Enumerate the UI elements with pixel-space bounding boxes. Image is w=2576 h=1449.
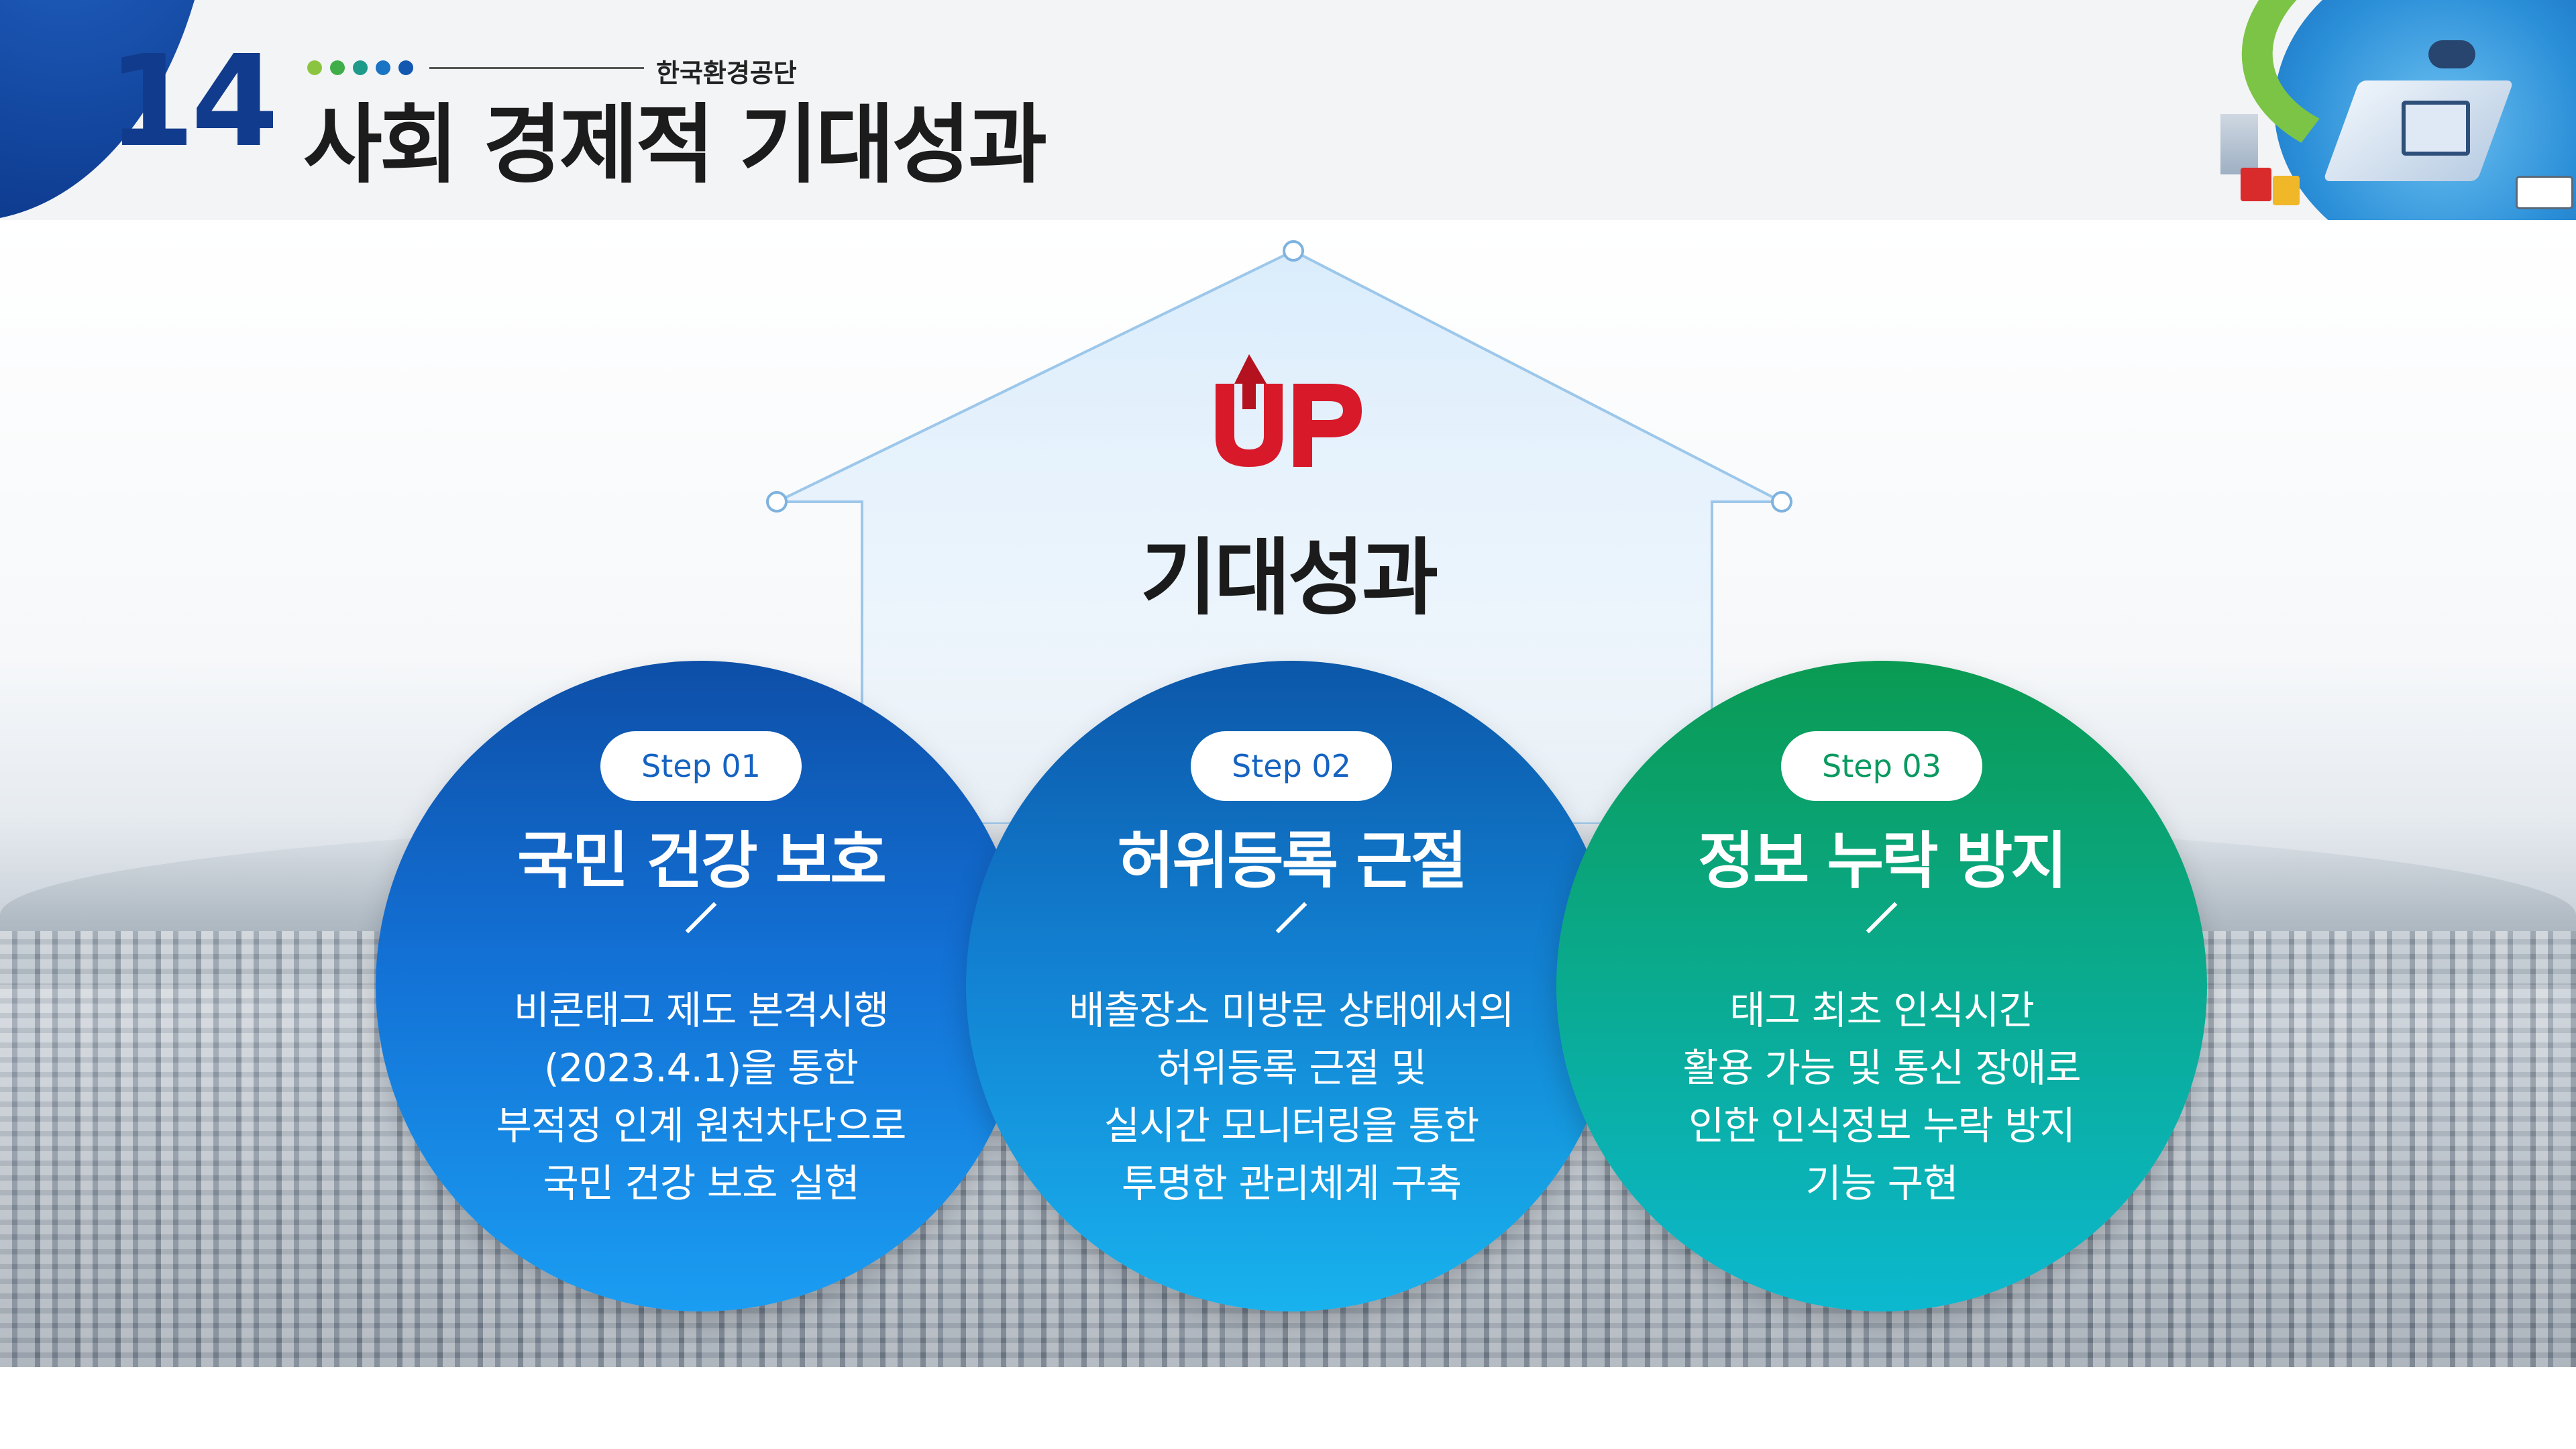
hero-title: 기대성과 bbox=[1140, 530, 1438, 627]
header-dot bbox=[353, 60, 368, 75]
step-description: 비콘태그 제도 본격시행 (2023.4.1)을 통한 부적정 인계 원천차단으… bbox=[429, 981, 973, 1212]
page-title: 사회 경제적 기대성과 bbox=[303, 95, 1047, 195]
header-dot bbox=[398, 60, 413, 75]
step-card-2: Step 02 허위등록 근절 배출장소 미방문 상태에서의 허위등록 근절 및… bbox=[966, 661, 1617, 1311]
step-description-line: 인한 인식정보 누락 방지 bbox=[1688, 1103, 2076, 1148]
slide-number: 14 bbox=[107, 28, 279, 175]
step-description-line: 활용 가능 및 통신 장애로 bbox=[1682, 1045, 2081, 1091]
step-description-line: 비콘태그 제도 본격시행 bbox=[513, 987, 889, 1033]
step-heading: 정보 누락 방지 bbox=[1698, 825, 2068, 897]
step-description-line: 허위등록 근절 및 bbox=[1157, 1045, 1426, 1091]
step-heading: 허위등록 근절 bbox=[1117, 825, 1468, 897]
building-icon bbox=[2220, 114, 2258, 174]
header-dot bbox=[376, 60, 390, 75]
cloud-icon bbox=[2428, 40, 2475, 68]
slash-divider-icon bbox=[685, 902, 717, 934]
step-description-line: 투명한 관리체계 구축 bbox=[1121, 1161, 1462, 1206]
step-card-1: Step 01 국민 건강 보호 비콘태그 제도 본격시행 (2023.4.1)… bbox=[376, 661, 1026, 1311]
header-dots bbox=[307, 60, 413, 75]
step-badge: Step 03 bbox=[1781, 731, 1982, 801]
step-description-line: 실시간 모니터링을 통한 bbox=[1104, 1103, 1479, 1148]
waste-bin-red-icon bbox=[2241, 168, 2271, 201]
slash-divider-icon bbox=[1275, 902, 1307, 934]
step-description-line: 태그 최초 인식시간 bbox=[1729, 987, 2035, 1033]
header-dot bbox=[307, 60, 322, 75]
step-card-3: Step 03 정보 누락 방지 태그 최초 인식시간 활용 가능 및 통신 장… bbox=[1556, 661, 2207, 1311]
step-heading: 국민 건강 보호 bbox=[517, 825, 887, 897]
slash-divider-icon bbox=[1866, 902, 1898, 934]
step-description-line: 배출장소 미방문 상태에서의 bbox=[1069, 987, 1514, 1033]
smart-waste-illustration bbox=[2200, 0, 2576, 220]
step-description-line: 국민 건강 보호 실현 bbox=[543, 1161, 859, 1206]
organization-name: 한국환경공단 bbox=[656, 58, 797, 88]
header-dot bbox=[330, 60, 345, 75]
slide-header: 14 한국환경공단 사회 경제적 기대성과 bbox=[0, 0, 2576, 220]
step-description-line: 기능 구현 bbox=[1805, 1161, 1959, 1206]
step-badge: Step 02 bbox=[1191, 731, 1392, 801]
waste-bin-yellow-icon bbox=[2273, 176, 2300, 205]
monitor-icon bbox=[2402, 101, 2470, 156]
step-description: 배출장소 미방문 상태에서의 허위등록 근절 및 실시간 모니터링을 통한 투명… bbox=[1020, 981, 1563, 1212]
step-badge: Step 01 bbox=[600, 731, 802, 801]
step-description-line: (2023.4.1)을 통한 bbox=[543, 1045, 859, 1091]
step-description: 태그 최초 인식시간 활용 가능 및 통신 장애로 인한 인식정보 누락 방지 … bbox=[1610, 981, 2153, 1212]
step-description-line: 부적정 인계 원천차단으로 bbox=[496, 1103, 907, 1148]
truck-icon bbox=[2516, 176, 2573, 209]
header-divider bbox=[429, 67, 644, 69]
up-arrow-logo bbox=[1216, 354, 1362, 467]
